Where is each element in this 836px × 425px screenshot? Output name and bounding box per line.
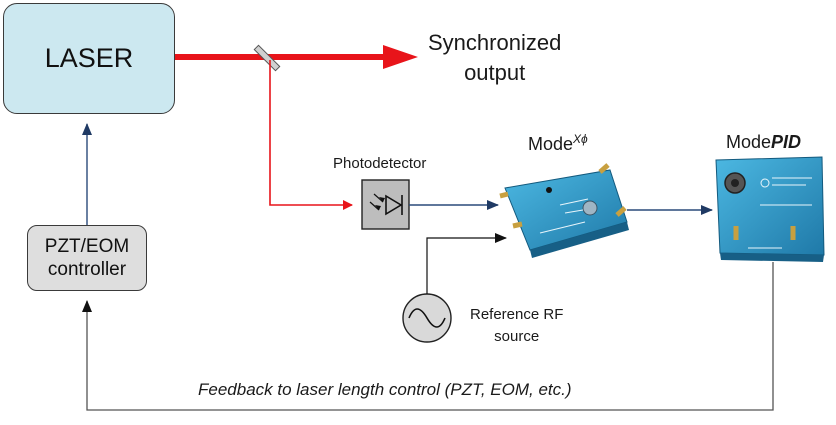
mode-pid-label-prefix: Mode (726, 132, 772, 152)
photodetector-icon (361, 179, 410, 230)
rf-source-label: Reference RF source (470, 304, 563, 348)
rf-source-icon (402, 293, 452, 343)
mode-x-label: ModeXϕ (528, 132, 588, 155)
output-label-line2: output (464, 60, 526, 85)
output-label: Synchronized output (428, 28, 561, 88)
laser-box: LASER (3, 3, 175, 114)
beam-splitter (253, 44, 281, 72)
laser-label: LASER (44, 43, 134, 73)
laser-beam (173, 45, 418, 69)
feedback-line (82, 262, 774, 411)
mode-x-label-base: Mode (528, 134, 574, 154)
mode-x-device (499, 163, 629, 258)
pickoff-beam (269, 60, 353, 210)
rf-source-label-line2: source (494, 328, 540, 345)
mode-pid-device (715, 156, 825, 262)
photodetector-label: Photodetector (333, 155, 427, 172)
mode-x-label-superscript: Xϕ (573, 132, 588, 146)
controller-label-line1: PZT/EOM (44, 236, 130, 257)
output-label-line1: Synchronized (428, 30, 562, 55)
mode-pid-label-suffix: PID (771, 132, 802, 152)
mode-pid-label: ModePID (726, 132, 801, 153)
feedback-label: Feedback to laser length control (PZT, E… (198, 380, 572, 399)
controller-label-line2: controller (47, 259, 127, 280)
signal-line-rf-to-modex (426, 233, 507, 294)
rf-source-label-line1: Reference RF (470, 306, 564, 323)
controller-box: PZT/EOM controller (27, 225, 147, 291)
